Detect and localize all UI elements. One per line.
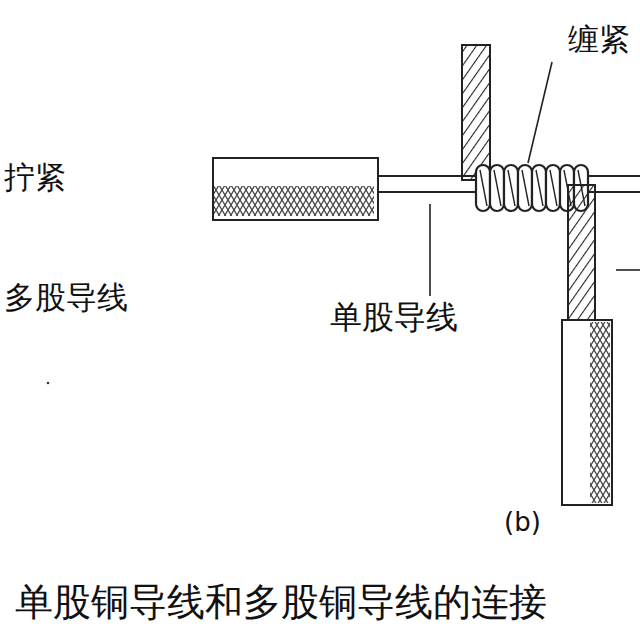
dot bbox=[47, 382, 50, 385]
part-label: 拧紧 bbox=[4, 160, 66, 194]
leader-line bbox=[616, 269, 640, 271]
stranded-wire-strand bbox=[462, 45, 490, 180]
coil-turn bbox=[476, 165, 490, 211]
part-label: (b) bbox=[504, 508, 541, 537]
leader-line bbox=[429, 204, 431, 296]
coil-turn bbox=[546, 165, 560, 211]
coil-turn bbox=[504, 165, 518, 211]
part-label: 多股导线 bbox=[4, 280, 128, 314]
leader-line bbox=[528, 62, 552, 163]
coil-stroke bbox=[536, 170, 543, 206]
coil-turn bbox=[518, 165, 532, 211]
coil-turn bbox=[490, 165, 504, 211]
coil-stroke bbox=[522, 170, 529, 206]
coil-stroke bbox=[494, 170, 501, 206]
coil-stroke bbox=[508, 170, 515, 206]
stranded-wire-strand bbox=[568, 185, 595, 322]
stranded-wire-insulation bbox=[562, 320, 612, 505]
single-wire-insulation bbox=[213, 158, 378, 220]
coil-stroke bbox=[550, 170, 557, 206]
coil-stroke bbox=[480, 170, 487, 206]
part-label: 单股导线 bbox=[330, 300, 458, 335]
caption: 单股铜导线和多股铜导线的连接 bbox=[15, 582, 547, 624]
part-label: 缠紧 bbox=[568, 22, 630, 56]
coil-turn bbox=[532, 165, 546, 211]
